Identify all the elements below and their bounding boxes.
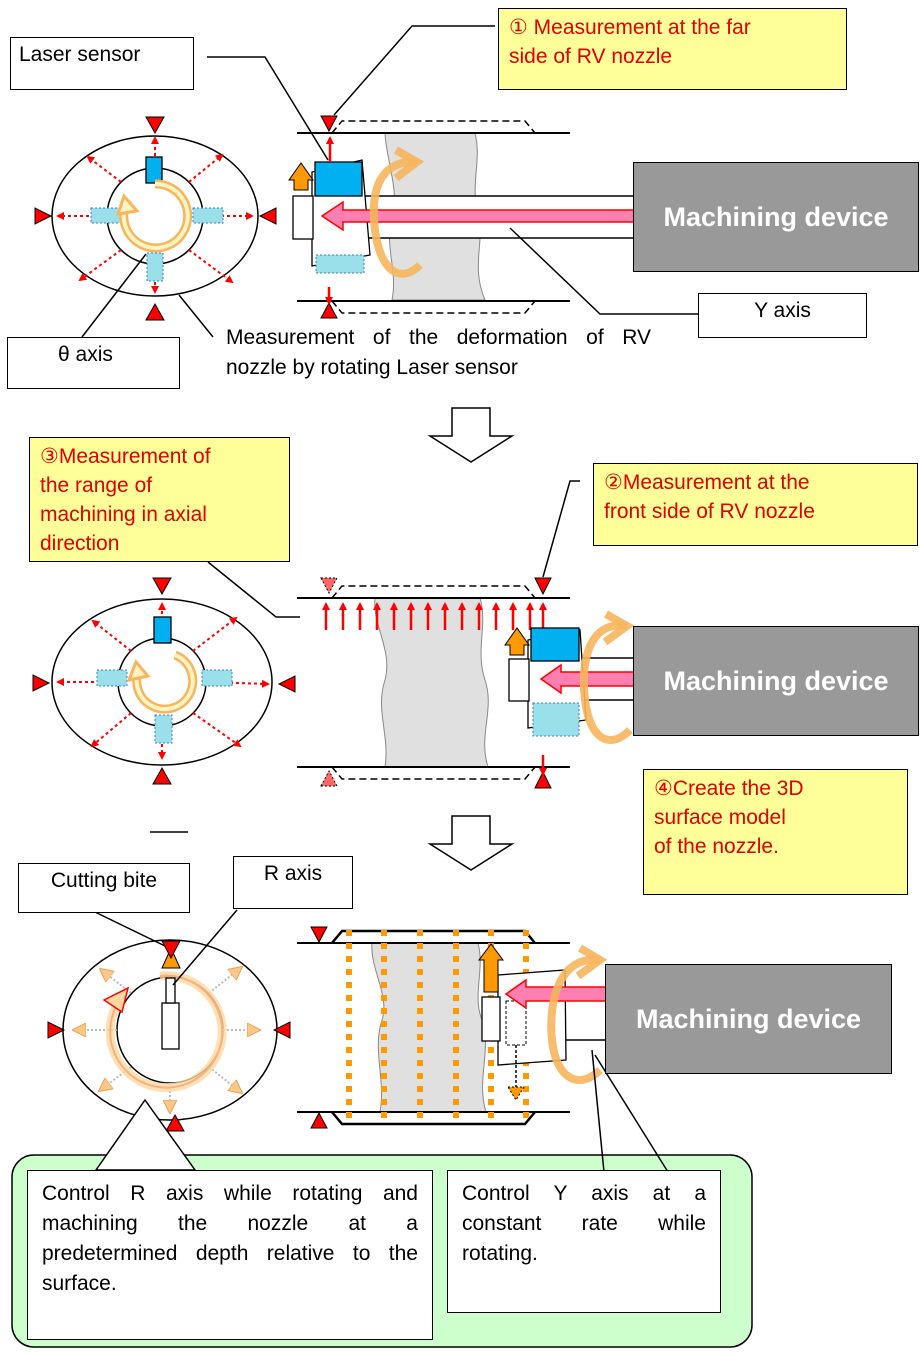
section1-side-view xyxy=(207,25,700,319)
step4-note: ④Create the 3D surface model of the nozz… xyxy=(643,769,908,895)
machining-device-3: Machining device xyxy=(605,964,892,1074)
r-axis-label: R axis xyxy=(233,856,353,909)
step2-note: ②Measurement at the front side of RV noz… xyxy=(593,463,918,546)
step3-note: ③Measurement of the range of machining i… xyxy=(29,437,290,562)
flow-arrow-2 xyxy=(427,815,515,871)
machining-device-2: Machining device xyxy=(633,626,919,736)
y-axis-label: Y axis xyxy=(698,293,867,338)
step1-note: ① Measurement at the far side of RV nozz… xyxy=(498,8,847,90)
laser-sensor-label: Laser sensor xyxy=(10,37,194,90)
y-axis-control-text: Control Y axis at a constant rate while … xyxy=(447,1170,721,1313)
machining-device-1: Machining device xyxy=(633,162,919,272)
section2-cross-section xyxy=(32,577,296,785)
section3-cross-section xyxy=(47,909,291,1132)
cutting-bite-label: Cutting bite xyxy=(18,863,190,913)
section3-side-view xyxy=(297,926,628,1129)
measurement-caption: Measurement of the deformation of RV noz… xyxy=(226,326,651,379)
section1-cross-section xyxy=(34,116,277,338)
theta-axis-label: θ axis xyxy=(7,337,180,389)
section2-side-view xyxy=(207,480,641,789)
flow-arrow-1 xyxy=(427,407,515,463)
r-axis-control-text: Control R axis while rotating and machin… xyxy=(27,1170,433,1340)
